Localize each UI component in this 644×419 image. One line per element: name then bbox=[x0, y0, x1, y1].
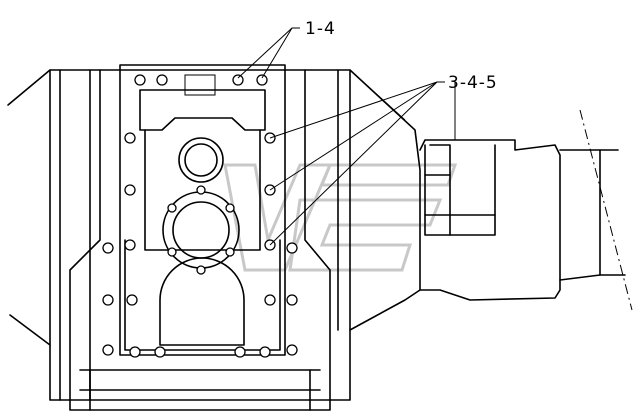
outlet-flange bbox=[419, 109, 633, 311]
callout-label-top: 1-4 bbox=[305, 19, 336, 39]
callout-label-right: 3-4-5 bbox=[448, 73, 498, 93]
bore-openings bbox=[159, 137, 245, 346]
brand-logo-watermark bbox=[223, 163, 458, 272]
end-plate bbox=[69, 64, 331, 411]
leader-lines bbox=[237, 27, 456, 246]
